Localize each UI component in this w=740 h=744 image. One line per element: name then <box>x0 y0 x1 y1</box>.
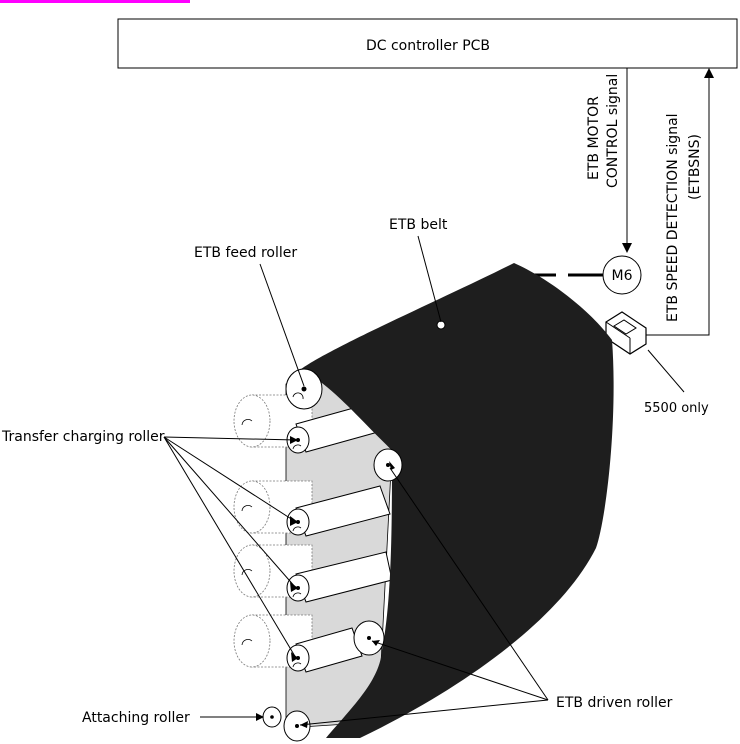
speed-signal-line1: ETB SPEED DETECTION signal <box>665 113 681 322</box>
motor-signal-line2: CONTROL signal <box>605 74 621 188</box>
transfer-leaders <box>163 436 298 662</box>
motor-m6: M6 <box>534 255 642 295</box>
header-link-bar[interactable] <box>0 0 190 3</box>
motor-signal-line1: ETB MOTOR <box>586 96 602 180</box>
label-etb-belt: ETB belt <box>389 217 448 233</box>
arrow-down-icon <box>622 243 632 253</box>
motor-label: M6 <box>612 268 633 284</box>
attaching-roller <box>262 706 311 742</box>
belt-marker <box>436 320 446 330</box>
label-etb-driven-roller: ETB driven roller <box>556 695 673 711</box>
controller-label: DC controller PCB <box>366 38 490 54</box>
dc-controller-pcb: DC controller PCB <box>117 18 738 69</box>
etb-belt <box>296 263 614 738</box>
label-transfer-charging-roller: Transfer charging roller <box>1 429 165 445</box>
driven-leaders <box>299 461 549 728</box>
speed-signal-line2: (ETBSNS) <box>687 134 703 200</box>
etb-feed-roller <box>285 368 323 410</box>
rotation-arrow-icons <box>241 392 304 668</box>
arrow-up-icon <box>704 68 714 78</box>
label-etb-feed-roller: ETB feed roller <box>194 245 297 261</box>
etb-driven-rollers <box>353 448 403 656</box>
motor-control-signal: ETB MOTOR CONTROL signal <box>586 68 632 253</box>
speed-detection-signal: ETB SPEED DETECTION signal (ETBSNS) <box>644 68 714 336</box>
sensor-note: 5500 only <box>644 401 709 416</box>
label-attaching-roller: Attaching roller <box>82 710 190 726</box>
